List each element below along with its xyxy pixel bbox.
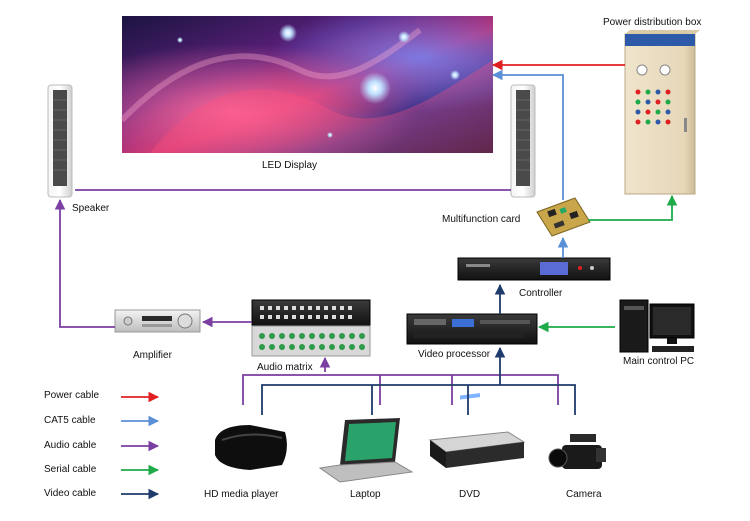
- dvd-label: DVD: [459, 489, 481, 500]
- speaker-label: Speaker: [72, 203, 110, 214]
- controller-device: [457, 257, 611, 281]
- serial-line-card-to-box: [588, 194, 678, 221]
- camera-device: [548, 434, 606, 469]
- hd-media-player-device: [215, 425, 287, 470]
- audio-matrix-label: Audio matrix: [257, 362, 313, 373]
- camera-label: Camera: [566, 489, 602, 500]
- legend-swatches: [121, 391, 160, 500]
- legend-label-serial: Serial cable: [44, 464, 97, 475]
- left-speaker: [47, 84, 73, 198]
- laptop-device: [318, 418, 414, 483]
- dvd-device: [428, 393, 526, 468]
- controller-label: Controller: [519, 288, 563, 299]
- main-pc-label: Main control PC: [623, 356, 695, 367]
- audio-matrix-device: [251, 299, 371, 357]
- legend-label-video: Video cable: [44, 488, 97, 499]
- audio-bus: [242, 374, 559, 405]
- multifunction-card-label: Multifunction card: [442, 214, 521, 225]
- video-processor-label: Video processor: [418, 349, 491, 360]
- audio-line-amp-to-speaker: [54, 198, 115, 328]
- led-display-label: LED Display: [262, 160, 318, 171]
- right-speaker: [510, 84, 536, 198]
- laptop-label: Laptop: [350, 489, 381, 500]
- legend-label-audio: Audio cable: [44, 440, 97, 451]
- amplifier-device: [114, 309, 201, 333]
- video-bus: [261, 384, 576, 415]
- legend-label-cat5: CAT5 cable: [44, 415, 96, 426]
- multifunction-card: [536, 197, 591, 237]
- amplifier-label: Amplifier: [133, 350, 172, 361]
- video-processor-device: [406, 313, 538, 345]
- led-display: [119, 16, 493, 153]
- main-control-pc: [619, 299, 695, 353]
- hd-player-label: HD media player: [204, 489, 279, 500]
- power-box-label: Power distribution box: [603, 17, 702, 28]
- power-distribution-box: [624, 30, 700, 195]
- cat5-line-card-to-led: [491, 69, 564, 200]
- legend-label-power: Power cable: [44, 390, 100, 401]
